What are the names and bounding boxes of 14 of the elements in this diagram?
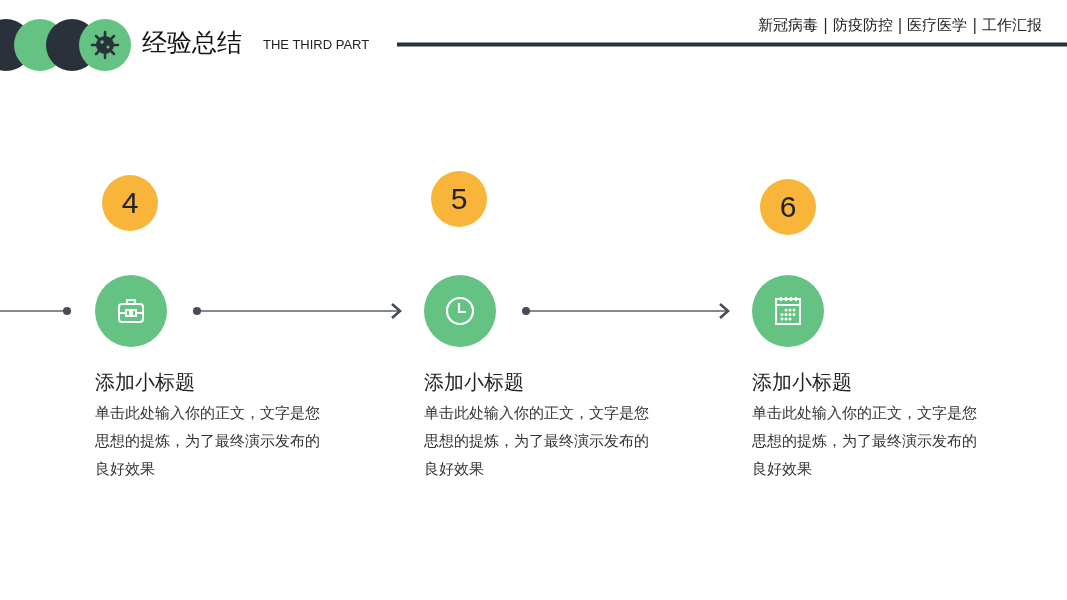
subheading: 添加小标题 (424, 369, 524, 396)
body-text: 单击此处输入你的正文，文字是您思想的提炼，为了最终演示发布的良好效果 (95, 403, 321, 480)
topic-tags: 新冠病毒 | 防疫防控 | 医疗医学 | 工作汇报 (758, 16, 1042, 35)
subheading: 添加小标题 (752, 369, 852, 396)
number-circle: 5 (431, 171, 487, 227)
title: 经验总结 (142, 27, 242, 59)
arrow (193, 302, 402, 320)
subtitle: THE THIRD PART (263, 37, 370, 52)
arrow (522, 302, 730, 320)
body-text: 单击此处输入你的正文，文字是您思想的提炼，为了最终演示发布的良好效果 (752, 403, 978, 480)
number-circle: 4 (102, 175, 158, 231)
body-text: 单击此处输入你的正文，文字是您思想的提炼，为了最终演示发布的良好效果 (424, 403, 650, 480)
number-circle: 6 (760, 179, 816, 235)
subheading: 添加小标题 (95, 369, 195, 396)
